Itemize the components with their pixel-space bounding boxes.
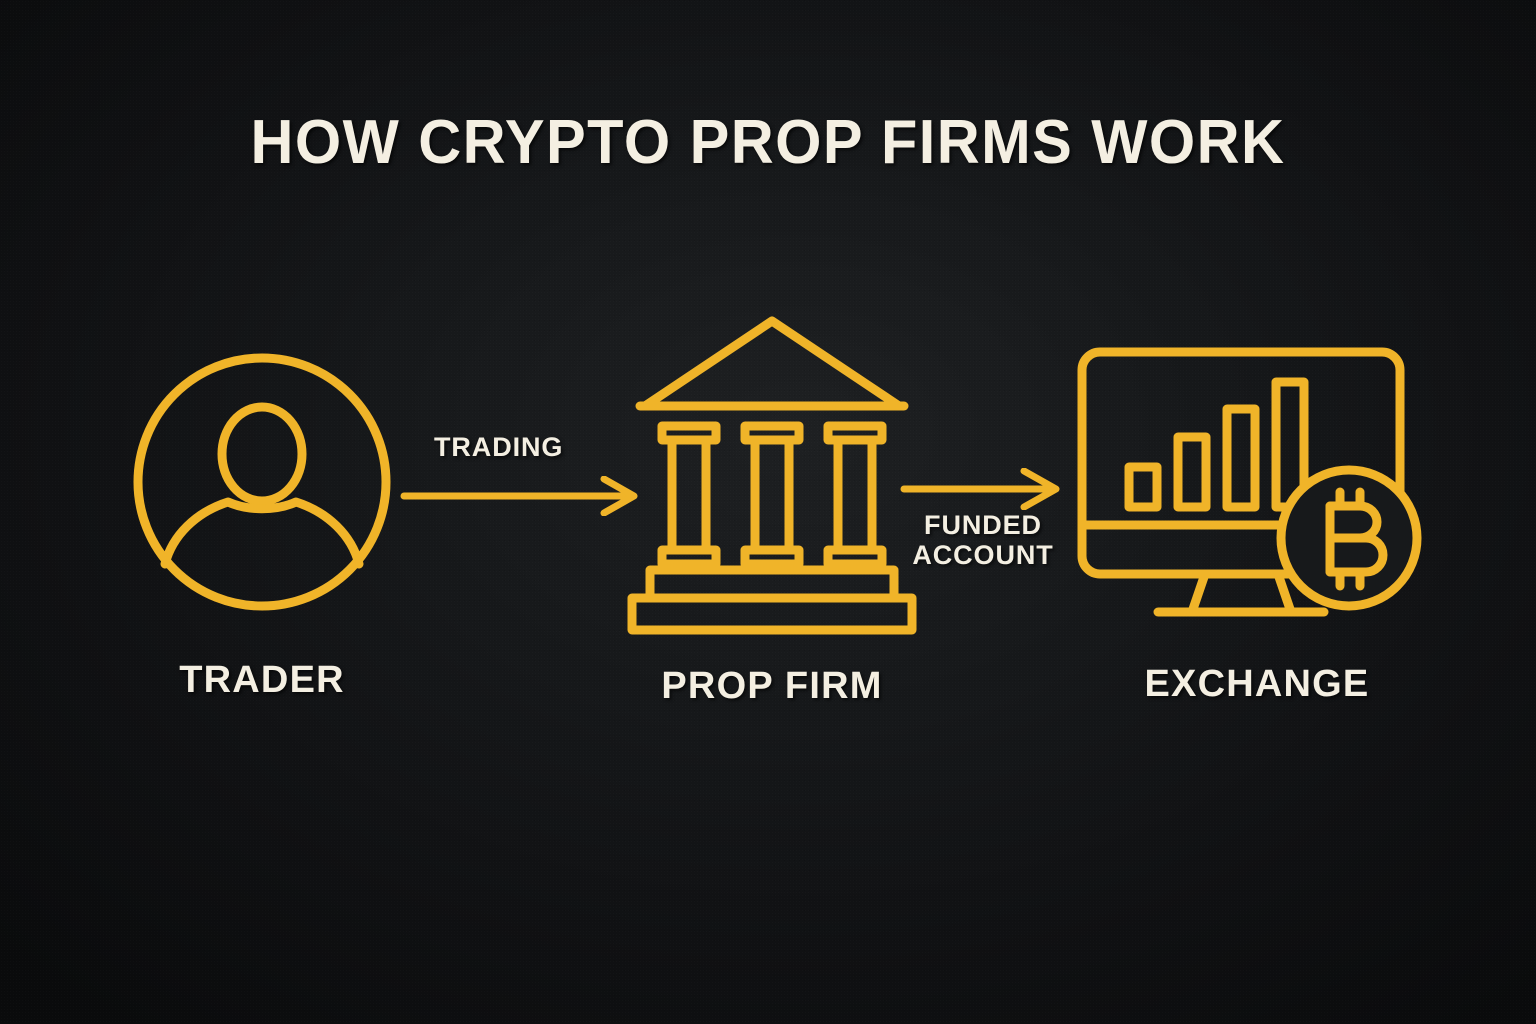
node-trader: TRADER <box>112 352 412 702</box>
connector-funded-account: FUNDED ACCOUNT <box>898 468 1070 594</box>
connector-label-funded-account: FUNDED ACCOUNT <box>908 510 1058 570</box>
node-label-prop-firm: PROP FIRM <box>661 665 883 707</box>
connector-trading: TRADING <box>398 432 650 516</box>
connector-label-funded-line2: ACCOUNT <box>912 540 1054 571</box>
bank-building-icon <box>624 308 920 643</box>
user-avatar-circle-icon <box>132 352 392 617</box>
connector-label-trading: TRADING <box>434 432 564 462</box>
node-exchange: EXCHANGE <box>1062 340 1452 706</box>
page-title: HOW CRYPTO PROP FIRMS WORK <box>250 108 1286 177</box>
arrow-right-icon <box>400 476 638 516</box>
node-prop-firm: PROP FIRM <box>612 308 932 708</box>
node-label-exchange: EXCHANGE <box>1144 663 1370 705</box>
node-label-trader: TRADER <box>179 659 345 701</box>
monitor-chart-bitcoin-icon <box>1072 340 1442 635</box>
arrow-right-icon <box>900 468 1060 510</box>
connector-label-funded-line1: FUNDED <box>924 510 1042 540</box>
